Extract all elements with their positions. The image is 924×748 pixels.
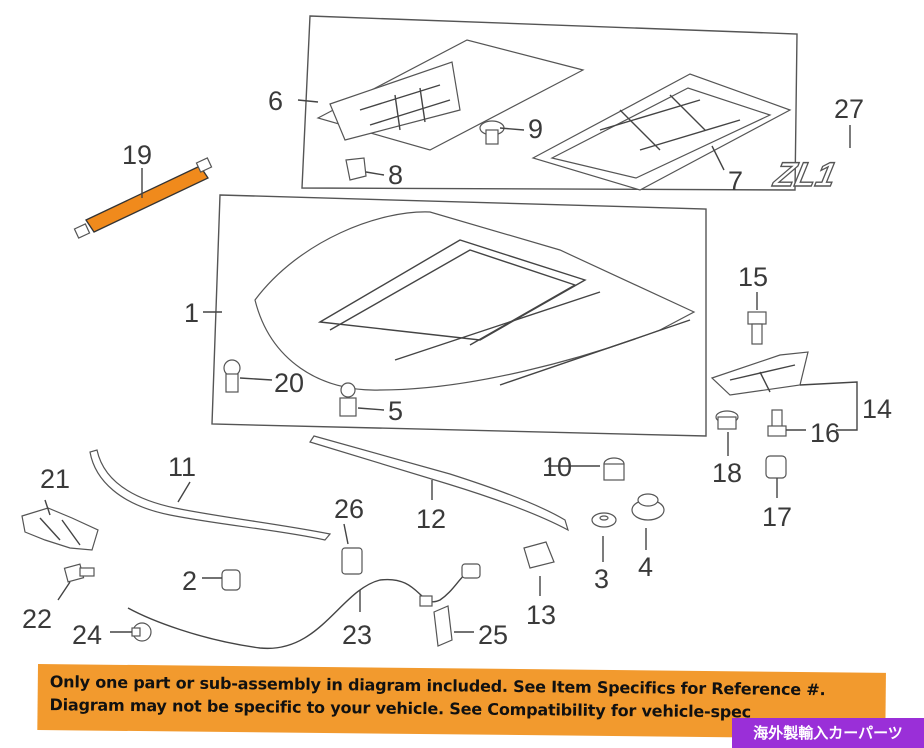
callout-1: 1 [184, 298, 199, 328]
callout-17: 17 [762, 502, 792, 532]
bolt-22 [63, 563, 95, 583]
shop-badge: 海外製輸入カーパーツ [732, 718, 924, 748]
sensor-26 [341, 547, 363, 575]
grommet-4 [631, 493, 665, 521]
clip-9 [479, 120, 505, 145]
bolt-24 [131, 622, 152, 642]
callout-19: 19 [122, 140, 152, 170]
clip-20 [223, 359, 241, 393]
bracket-14 [710, 351, 809, 396]
callout-8: 8 [388, 160, 403, 190]
callout-26: 26 [334, 494, 364, 524]
bumper-5 [339, 382, 357, 417]
callout-12: 12 [416, 504, 446, 534]
callout-16: 16 [810, 418, 840, 448]
seal-12 [309, 435, 569, 532]
callout-3: 3 [594, 564, 609, 594]
callout-21: 21 [40, 464, 70, 494]
cable-23 [127, 569, 473, 649]
callout-13: 13 [526, 600, 556, 630]
callout-18: 18 [712, 458, 742, 488]
callout-23: 23 [342, 620, 372, 650]
callout-24: 24 [72, 620, 102, 650]
latch-25 [433, 605, 453, 647]
callout-25: 25 [478, 620, 508, 650]
callout-15: 15 [738, 262, 768, 292]
bumper-17 [765, 455, 787, 479]
callout-9: 9 [528, 114, 543, 144]
nut-18 [715, 410, 739, 430]
callout-11: 11 [168, 452, 196, 482]
callout-10: 10 [542, 452, 572, 482]
callout-20: 20 [274, 368, 304, 398]
callout-27: 27 [834, 94, 864, 124]
zl1-emblem: ZL1 [769, 156, 840, 195]
callout-7: 7 [728, 166, 743, 196]
hood-scoop-panel [531, 73, 792, 191]
leader-lines [44, 99, 858, 633]
clip-8 [345, 157, 367, 181]
callout-14: 14 [862, 394, 892, 424]
emblem-lettering: ZL1 [770, 156, 839, 194]
bracket-13 [523, 541, 555, 569]
bumper-2 [221, 569, 241, 591]
connector-23 [419, 563, 481, 607]
seal-11 [89, 449, 332, 541]
callout-2: 2 [182, 566, 197, 596]
bumper-10 [603, 457, 625, 481]
hood [254, 211, 696, 391]
washer-3 [591, 512, 617, 528]
callout-4: 4 [638, 552, 653, 582]
bolt-16 [767, 409, 787, 437]
hood-inner-panel [316, 39, 585, 151]
bracket-21 [21, 507, 99, 551]
callout-6: 6 [268, 86, 283, 116]
callout-22: 22 [22, 604, 52, 634]
callout-5: 5 [388, 396, 403, 426]
hood-strut-19 [73, 157, 213, 239]
bolt-15 [747, 311, 767, 345]
